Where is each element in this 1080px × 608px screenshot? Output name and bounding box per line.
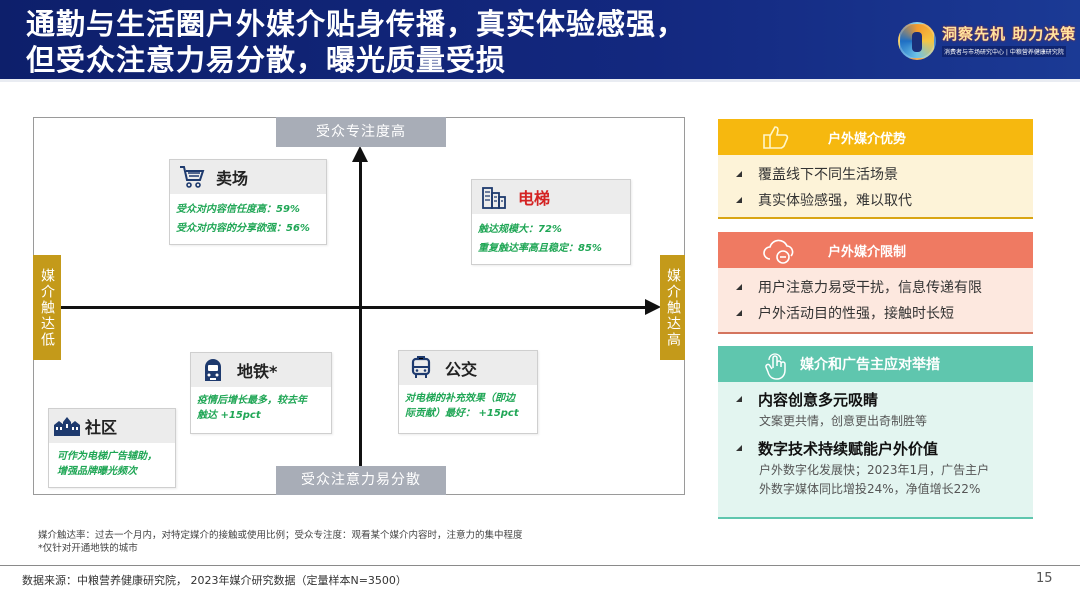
hand-touch-icon (762, 351, 792, 380)
axis-label-attention-dispersed: 受众注意力易分散 (276, 466, 446, 495)
panel-title: 户外媒介优势 (828, 131, 907, 147)
logo-slogan: 洞察先机 助力决策 (942, 25, 1077, 43)
thumbs-up-icon (762, 124, 792, 150)
list-item-desc: 文案更共情，创意更出奇制胜等 (759, 414, 928, 428)
media-card-community: 社区 可作为电梯广告辅助， 增强品牌曝光频次 (48, 408, 176, 488)
card-stat: 可作为电梯广告辅助， (57, 451, 157, 462)
x-axis-line (61, 306, 646, 309)
axis-label-attention-high: 受众专注度高 (276, 117, 446, 147)
list-item-heading: 内容创意多元吸睛 (736, 386, 1033, 412)
card-title: 卖场 (216, 169, 249, 188)
panel-title: 户外媒介限制 (828, 244, 907, 260)
page-number: 15 (1036, 571, 1053, 586)
panel-title: 媒介和广告主应对举措 (800, 357, 940, 373)
axis-label-reach-low: 媒介触达低 (33, 255, 61, 360)
brand-logo: 洞察先机 助力决策 消费者与市场研究中心 | 中粮营养健康研究院 (898, 18, 1080, 66)
bullet-triangle-icon (736, 284, 742, 290)
list-item-desc: 外数字媒体同比增投24%，净值增长22% (759, 482, 981, 496)
card-stat: 疫情后增长最多，较去年 (197, 395, 307, 406)
bullet-triangle-icon (736, 396, 742, 402)
bus-icon (407, 355, 435, 381)
panel-measures: 媒介和广告主应对举措 内容创意多元吸睛 文案更共情，创意更出奇制胜等 数字技术持… (718, 346, 1033, 519)
bullet-triangle-icon (736, 171, 742, 177)
list-item-desc: 户外数字化发展快；2023年1月，广告主户 (759, 463, 990, 477)
card-title: 地铁* (237, 362, 278, 381)
list-item: 用户注意力易受干扰，信息传递有限 (736, 274, 1033, 300)
list-item: 真实体验感强，难以取代 (736, 187, 1033, 213)
subway-icon (199, 357, 227, 383)
media-card-subway: 地铁* 疫情后增长最多，较去年 触达 +15pct (190, 352, 332, 434)
media-card-bus: 公交 对电梯的补充效果（即边 际贡献）最好： +15pct (398, 350, 538, 434)
bullet-triangle-icon (736, 445, 742, 451)
card-stat: 际贡献）最好： +15pct (405, 408, 519, 419)
community-icon (53, 413, 81, 439)
footnote-subway: *仅针对开通地铁的城市 (38, 543, 138, 554)
card-stat: 触达规模大：72% (478, 224, 562, 235)
footer-divider (0, 565, 1080, 566)
title-line-2: 但受众注意力易分散，曝光质量受损 (26, 43, 507, 77)
panel-advantages: 户外媒介优势 覆盖线下不同生活场景 真实体验感强，难以取代 (718, 119, 1033, 219)
card-title: 电梯 (518, 189, 551, 208)
logo-org: 消费者与市场研究中心 | 中粮营养健康研究院 (942, 46, 1066, 57)
cloud-minus-icon (762, 237, 794, 264)
title-line-1: 通勤与生活圈户外媒介贴身传播，真实体验感强， (26, 7, 687, 41)
bullet-triangle-icon (736, 310, 742, 316)
list-item: 户外活动目的性强，接触时长短 (736, 300, 1033, 326)
card-stat: 受众对内容信任度高：59% (176, 204, 300, 215)
list-item: 覆盖线下不同生活场景 (736, 161, 1033, 187)
y-axis-arrow-icon (352, 146, 368, 162)
card-stat: 受众对内容的分享欲强：56% (176, 223, 310, 234)
list-item-heading: 数字技术持续赋能户外价值 (736, 435, 1033, 461)
data-source: 数据来源：中粮营养健康研究院， 2023年媒介研究数据（定量样本N=3500） (22, 574, 407, 587)
card-stat: 对电梯的补充效果（即边 (405, 393, 515, 404)
footnote: 媒介触达率：过去一个月内，对特定媒介的接触或使用比例；受众专注度：观看某个媒介内… (38, 529, 523, 555)
card-stat: 增强品牌曝光频次 (57, 466, 137, 477)
card-title: 公交 (445, 360, 478, 379)
footnote-definitions: 媒介触达率：过去一个月内，对特定媒介的接触或使用比例；受众专注度：观看某个媒介内… (38, 530, 523, 541)
x-axis-arrow-icon (645, 299, 661, 315)
card-stat: 重复触达率高且稳定：85% (478, 243, 602, 254)
media-card-elevator: 电梯 触达规模大：72% 重复触达率高且稳定：85% (471, 179, 631, 265)
building-icon (480, 184, 508, 210)
media-card-mall: 卖场 受众对内容信任度高：59% 受众对内容的分享欲强：56% (169, 159, 327, 245)
y-axis-line (359, 160, 362, 466)
page-title: 通勤与生活圈户外媒介贴身传播，真实体验感强， 但受众注意力易分散，曝光质量受损 (26, 6, 686, 78)
axis-label-reach-high: 媒介触达高 (660, 255, 685, 360)
header-banner: 通勤与生活圈户外媒介贴身传播，真实体验感强， 但受众注意力易分散，曝光质量受损 … (0, 0, 1080, 82)
shopping-cart-icon (178, 164, 206, 190)
bullet-triangle-icon (736, 197, 742, 203)
card-stat: 触达 +15pct (197, 410, 261, 421)
panel-limitations: 户外媒介限制 用户注意力易受干扰，信息传递有限 户外活动目的性强，接触时长短 (718, 232, 1033, 334)
card-title: 社区 (85, 418, 118, 437)
logo-emblem-icon (898, 22, 936, 60)
